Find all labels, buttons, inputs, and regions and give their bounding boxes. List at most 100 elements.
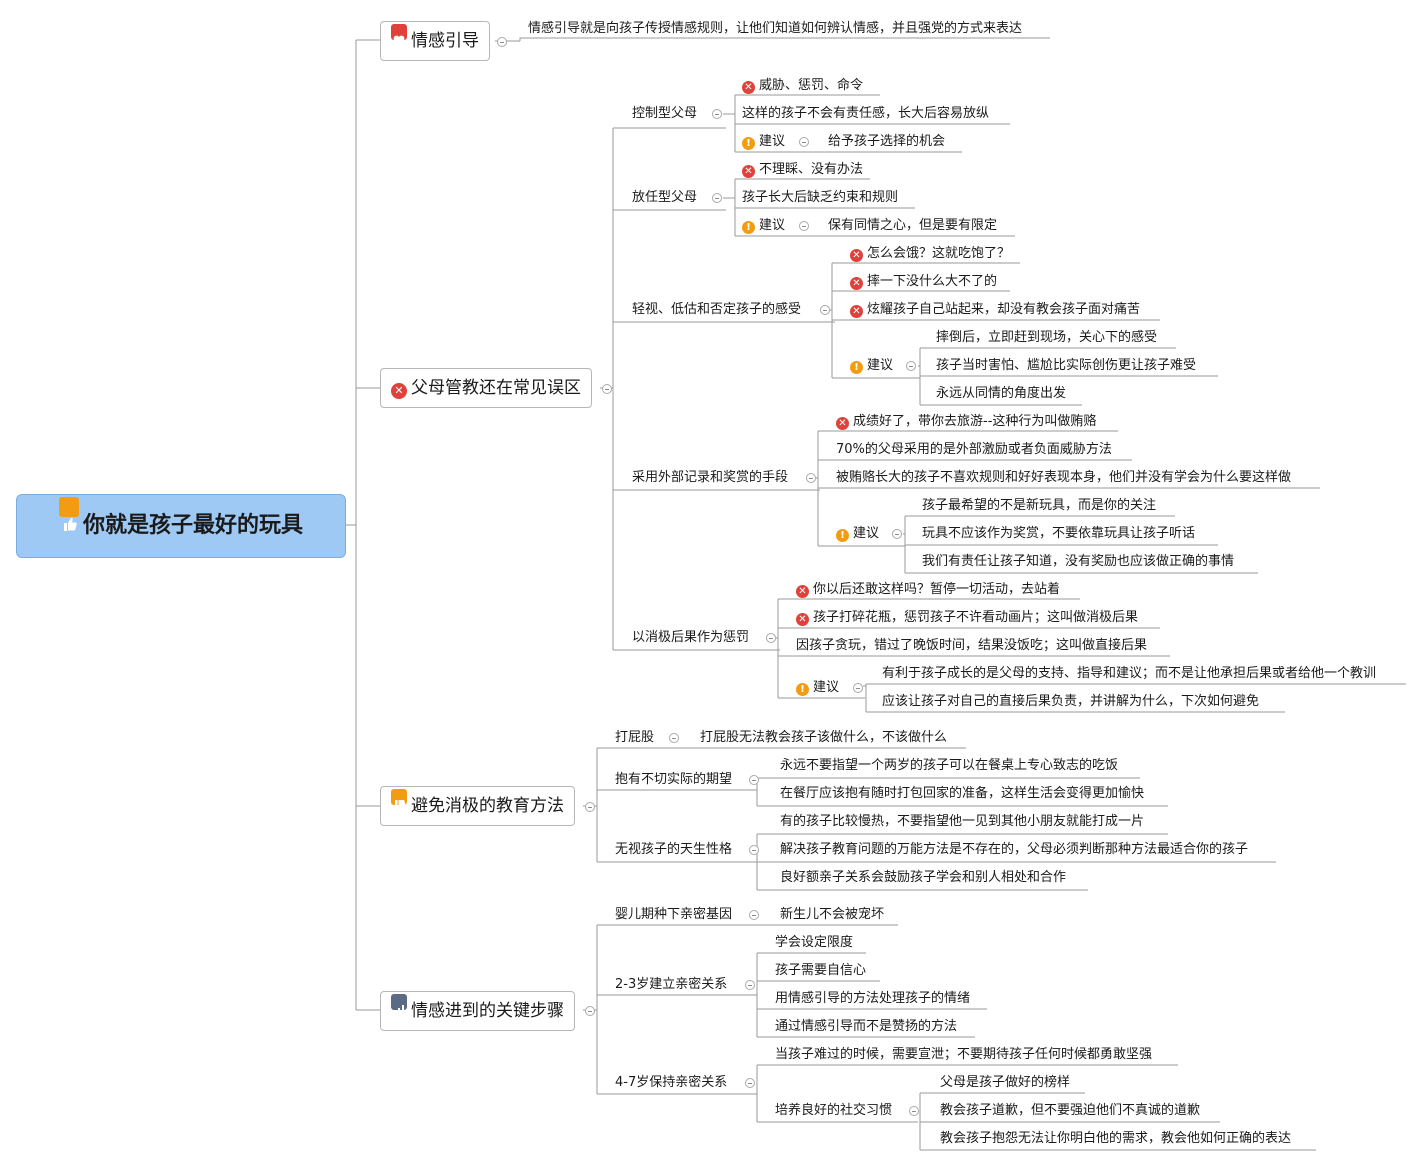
warning-icon: ! <box>742 137 755 150</box>
collapse-toggle[interactable] <box>497 37 507 47</box>
collapse-toggle[interactable] <box>906 361 916 371</box>
collapse-toggle[interactable] <box>749 845 759 855</box>
topic-title: 情感引导 <box>411 31 479 51</box>
list-item: 永远从同情的角度出发 <box>936 386 1067 401</box>
list-item: 这样的孩子不会有责任感，长大后容易放纵 <box>742 106 990 121</box>
list-item: 我们有责任让孩子知道，没有奖励也应该做正确的事情 <box>922 554 1235 569</box>
list-item: 打屁股无法教会孩子该做什么，不该做什么 <box>700 730 948 745</box>
list-item: 有的孩子比较慢热，不要指望他一见到其他小朋友就能打成一片 <box>780 814 1145 829</box>
list-item: 教会孩子道歉，但不要强迫他们不真诚的道歉 <box>940 1103 1201 1118</box>
collapse-toggle[interactable] <box>820 305 830 315</box>
suggestion-node[interactable]: !建议 <box>742 133 785 151</box>
list-item: 用情感引导的方法处理孩子的情绪 <box>775 991 971 1006</box>
suggestion-node[interactable]: !建议 <box>850 357 893 375</box>
topic-title: 父母管教还在常见误区 <box>411 378 581 398</box>
warning-icon: ! <box>742 221 755 234</box>
collapse-toggle[interactable] <box>712 109 722 119</box>
list-item: ✕威胁、惩罚、命令 <box>742 77 863 95</box>
list-item: ✕摔一下没什么大不了的 <box>850 273 997 291</box>
branch-negative-consequences[interactable]: 以消极后果作为惩罚 <box>632 630 750 645</box>
topic-avoid-negative-methods[interactable]: 避免消极的教育方法 <box>380 786 575 826</box>
list-item: 孩子当时害怕、尴尬比实际创伤更让孩子难受 <box>936 358 1197 373</box>
list-item: 被贿赂长大的孩子不喜欢规则和好好表现本身，他们并没有学会为什么要这样做 <box>836 470 1292 485</box>
list-item: 给予孩子选择的机会 <box>828 134 946 149</box>
collapse-toggle[interactable] <box>892 529 902 539</box>
error-icon: ✕ <box>850 277 863 290</box>
list-item: 有利于孩子成长的是父母的支持、指导和建议；而不是让他承担后果或者给他一个教训 <box>882 666 1377 681</box>
list-item: ✕成绩好了，带你去旅游--这种行为叫做贿赂 <box>836 413 1096 431</box>
collapse-toggle[interactable] <box>712 193 722 203</box>
branch-social-habits[interactable]: 培养良好的社交习惯 <box>775 1103 893 1118</box>
warning-icon: ! <box>836 529 849 542</box>
collapse-toggle[interactable] <box>749 910 759 920</box>
collapse-toggle[interactable] <box>766 633 776 643</box>
list-item: 玩具不应该作为奖赏，不要依靠玩具让孩子听话 <box>922 526 1196 541</box>
list-item: ✕炫耀孩子自己站起来，却没有教会孩子面对痛苦 <box>850 301 1140 319</box>
list-item: 孩子最希望的不是新玩具，而是你的关注 <box>922 498 1157 513</box>
branch-ignore-temperament[interactable]: 无视孩子的天生性格 <box>615 842 733 857</box>
branch-belittle-feelings[interactable]: 轻视、低估和否定孩子的感受 <box>632 302 802 317</box>
list-item: 在餐厅应该抱有随时打包回家的准备，这样生活会变得更加愉快 <box>780 786 1145 801</box>
warning-icon: ! <box>850 361 863 374</box>
error-icon: ✕ <box>742 165 755 178</box>
bar-chart-icon <box>391 994 407 1015</box>
list-item: 孩子长大后缺乏约束和规则 <box>742 190 899 205</box>
list-item: ✕怎么会饿？这就吃饱了？ <box>850 245 1010 263</box>
collapse-toggle[interactable] <box>799 221 809 231</box>
suggestion-node[interactable]: !建议 <box>836 525 879 543</box>
collapse-toggle[interactable] <box>909 1106 919 1116</box>
error-icon: ✕ <box>850 305 863 318</box>
collapse-toggle[interactable] <box>669 733 679 743</box>
collapse-toggle[interactable] <box>806 473 816 483</box>
error-icon: ✕ <box>742 81 755 94</box>
collapse-toggle[interactable] <box>585 1006 595 1016</box>
list-item: 因孩子贪玩，错过了晚饭时间，结果没饭吃；这叫做直接后果 <box>796 638 1148 653</box>
topic-common-mistakes[interactable]: ✕父母管教还在常见误区 <box>380 368 592 408</box>
list-item: 当孩子难过的时候，需要宣泄；不要期待孩子任何时候都勇敢坚强 <box>775 1047 1153 1062</box>
branch-spanking[interactable]: 打屁股 <box>615 730 655 745</box>
list-item: 学会设定限度 <box>775 935 854 950</box>
collapse-toggle[interactable] <box>853 683 863 693</box>
list-item: 教会孩子抱怨无法让你明白他的需求，教会他如何正确的表达 <box>940 1131 1292 1146</box>
list-item: 良好额亲子关系会鼓励孩子学会和别人相处和合作 <box>780 870 1067 885</box>
collapse-toggle[interactable] <box>745 1078 755 1088</box>
topic-title: 情感进到的关键步骤 <box>411 1001 564 1021</box>
suggestion-node[interactable]: !建议 <box>742 217 785 235</box>
collapse-toggle[interactable] <box>602 384 612 394</box>
list-item: 保有同情之心，但是要有限定 <box>828 218 998 233</box>
list-item: 父母是孩子做好的榜样 <box>940 1075 1071 1090</box>
collapse-toggle[interactable] <box>799 137 809 147</box>
root-topic[interactable]: 你就是孩子最好的玩具 <box>16 494 346 558</box>
warning-icon: ! <box>796 683 809 696</box>
error-icon: ✕ <box>796 613 809 626</box>
list-item: ✕你以后还敢这样吗？暂停一切活动，去站着 <box>796 581 1060 599</box>
heart-icon <box>391 24 407 45</box>
collapse-toggle[interactable] <box>585 802 595 812</box>
list-item: ✕不理睬、没有办法 <box>742 161 863 179</box>
topic-desc: 情感引导就是向孩子传授情感规则，让他们知道如何辨认情感，并且强党的方式来表达 <box>528 21 1023 36</box>
branch-external-rewards[interactable]: 采用外部记录和奖赏的手段 <box>632 470 789 485</box>
error-icon: ✕ <box>391 383 407 399</box>
collapse-toggle[interactable] <box>745 980 755 990</box>
list-item: 应该让孩子对自己的直接后果负责，并讲解为什么，下次如何避免 <box>882 694 1260 709</box>
branch-age-4-7[interactable]: 4-7岁保持亲密关系 <box>615 1075 728 1090</box>
list-item: 新生儿不会被宠坏 <box>780 907 885 922</box>
branch-unrealistic-expectations[interactable]: 抱有不切实际的期望 <box>615 772 733 787</box>
branch-infancy[interactable]: 婴儿期种下亲密基因 <box>615 907 733 922</box>
list-item: 孩子需要自信心 <box>775 963 867 978</box>
topic-emotion-guidance[interactable]: 情感引导 <box>380 21 490 61</box>
topic-title: 避免消极的教育方法 <box>411 796 564 816</box>
root-title: 你就是孩子最好的玩具 <box>82 513 303 538</box>
error-icon: ✕ <box>796 585 809 598</box>
suggestion-node[interactable]: !建议 <box>796 679 839 697</box>
collapse-toggle[interactable] <box>749 775 759 785</box>
branch-laissez-faire-parents[interactable]: 放任型父母 <box>632 190 698 205</box>
branch-age-2-3[interactable]: 2-3岁建立亲密关系 <box>615 977 728 992</box>
list-item: 通过情感引导而不是赞扬的方法 <box>775 1019 958 1034</box>
topic-key-steps[interactable]: 情感进到的关键步骤 <box>380 991 575 1031</box>
error-icon: ✕ <box>850 249 863 262</box>
branch-control-parents[interactable]: 控制型父母 <box>632 106 698 121</box>
error-icon: ✕ <box>836 417 849 430</box>
list-item: 解决孩子教育问题的万能方法是不存在的，父母必须判断那种方法最适合你的孩子 <box>780 842 1249 857</box>
